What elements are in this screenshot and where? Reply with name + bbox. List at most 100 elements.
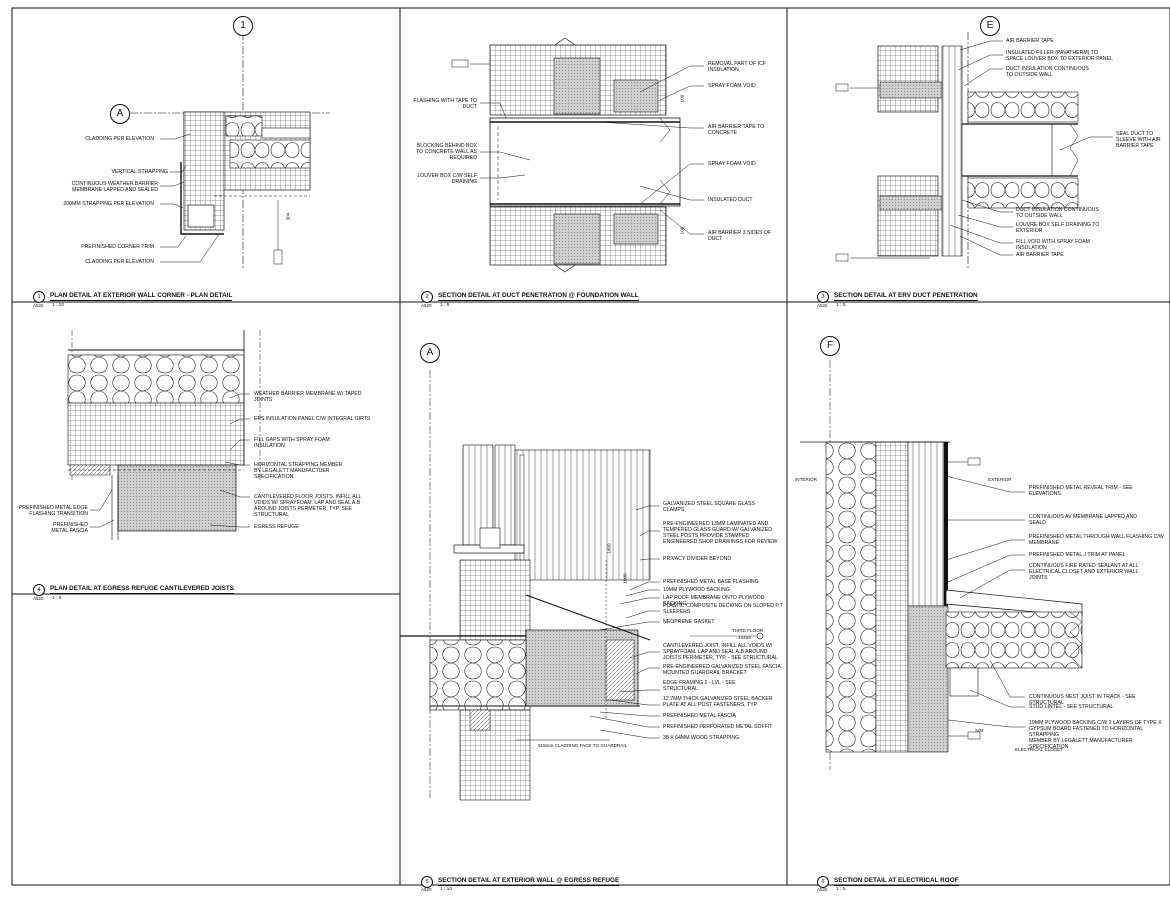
detail-2-scale: 1 : 5 bbox=[440, 303, 450, 308]
d3-note-air-barrier-tape: AIR BARRIER TAPE bbox=[1006, 38, 1054, 44]
detail-5-scale: 1 : 10 bbox=[440, 887, 453, 892]
d2-note-louver-box: LOUVER BOX C/W SELF DRAINING bbox=[417, 173, 477, 185]
detail-5-title: SECTION DETAIL AT EXTERIOR WALL @ EGRESS… bbox=[438, 877, 620, 886]
detail-6-drawing bbox=[800, 360, 1083, 770]
d6-note-through-wall-flashing: PREFINISHED METAL THROUGH WALL FLASHING … bbox=[1029, 534, 1164, 546]
detail-6-scale: 1 : 5 bbox=[836, 887, 846, 892]
d5-dimension-a: 1400 bbox=[606, 543, 612, 554]
detail-2-number: 2 bbox=[421, 291, 433, 303]
d4-note-horizontal-strapping: HORIZONTAL STRAPPING MEMBER BY LEGALETT … bbox=[254, 462, 343, 480]
d2-note-air-barrier-duct: AIR BARRIER 3 SIDES OF DUCT bbox=[708, 230, 772, 242]
d5-note-metal-fascia: PREFINISHED METAL FASCIA bbox=[663, 713, 736, 719]
detail-4-title: PLAN DETAIL AT EGRESS REFUGE CANTILEVERE… bbox=[50, 585, 235, 594]
d5-note-perforated-soffit: PREFINISHED PERFORATED METAL SOFFIT bbox=[663, 724, 773, 730]
d1-note-200mm-strapping: 200mm STRAPPING PER ELEVATION bbox=[63, 201, 154, 207]
d5-note-cantilevered-joist: CANTILEVERED JOIST, INFILL ALL VOIDS W/ … bbox=[663, 643, 778, 661]
d2-note-air-barrier-concrete: AIR BARRIER TAPE TO CONCRETE bbox=[708, 124, 765, 136]
detail-1-drawing bbox=[130, 32, 330, 270]
d5-note-lap-roof-membrane: LAP ROOF MEMBRANE ONTO PLYWOOD BACKING bbox=[663, 595, 765, 607]
d5-note-base-flashing: PREFINISHED METAL BASE FLASHING bbox=[663, 579, 759, 585]
detail-2-drawing bbox=[451, 37, 681, 273]
d5-dimension-b: 1000 bbox=[622, 573, 628, 584]
d4-note-cantilevered-joists: CANTILEVERED FLOOR JOISTS. INFILL ALL VO… bbox=[254, 494, 362, 518]
detail-3-number: 3 bbox=[817, 291, 829, 303]
d6-label-exterior: EXTERIOR bbox=[988, 477, 1012, 482]
d6-label-electrical-closet: ELECTRICAL CLOSET bbox=[1015, 747, 1063, 752]
d5-note-glass-clamps: GALVANIZED STEEL SQUARE GLASS CLAMPS bbox=[663, 501, 755, 513]
detail-4-number: 4 bbox=[33, 584, 45, 596]
detail-4-sheet-ref: A520 bbox=[33, 596, 44, 601]
d3-note-air-barrier-tape-2: AIR BARRIER TAPE bbox=[1016, 252, 1064, 258]
detail-1-sheet-ref: A520 bbox=[33, 303, 44, 308]
d6-note-nest-joist: CONTINUOUS NEST JOIST IN TRACK - SEE STR… bbox=[1029, 694, 1136, 706]
d5-note-wood-strapping: 38 x 64mm WOOD STRAPPING bbox=[663, 735, 740, 741]
d5-note-fascia-bracket: PRE-ENGINEERED GALVANIZED STEEL FASCIA M… bbox=[663, 664, 781, 676]
d1-note-strapping: VERTICAL STRAPPING bbox=[111, 169, 169, 175]
d6-label-sm: S/M bbox=[975, 728, 984, 733]
d2-dimension-a: 100 bbox=[679, 94, 685, 103]
detail-4-scale: 1 : 5 bbox=[52, 596, 62, 601]
d4-note-edge-flashing: PREFINISHED METAL EDGE FLASHING TRANSITI… bbox=[18, 505, 88, 517]
d5-note-glass-guard: PRE-ENGINEERED 13mm LAMINATED AND TEMPER… bbox=[663, 521, 778, 545]
grid-bubble-d6-top: F bbox=[820, 336, 840, 356]
d1-dimension: 304 bbox=[285, 212, 291, 221]
detail-3-scale: 1 : 5 bbox=[836, 303, 846, 308]
detail-5-drawing bbox=[400, 370, 764, 801]
d5-note-privacy-divider: PRIVACY DIVIDER BEYOND bbox=[663, 556, 732, 562]
detail-3-title: SECTION DETAIL AT ERV DUCT PENETRATION bbox=[834, 292, 978, 301]
d4-note-weather-barrier: WEATHER BARRIER MEMBRANE W/ TAPED JOINTS bbox=[254, 391, 362, 403]
d3-note-insulated-filler: INSULATED FILLER (PAVATHERM) TO SPACE LO… bbox=[1006, 50, 1113, 62]
detail-2-sheet-ref: A520 bbox=[421, 303, 432, 308]
d3-note-fill-void: FILL VOID WITH SPRAY FOAM INSULATION bbox=[1016, 239, 1090, 251]
d6-note-stud-lintel: STUD LINTEL - SEE STRUCTURAL bbox=[1029, 704, 1114, 710]
d2-note-insulated-duct: INSULATED DUCT bbox=[708, 197, 753, 203]
d1-note-cladding: CLADDING PER ELEVATION bbox=[85, 136, 154, 142]
grid-bubble-d5-top: A bbox=[420, 343, 440, 363]
d2-note-icf: REMOVAL PART OF ICF INSULATION bbox=[708, 61, 766, 73]
d6-note-av-membrane: CONTINUOUS AV MEMBRANE LAPPED AND SEALD bbox=[1029, 514, 1137, 526]
detail-5-number: 5 bbox=[421, 876, 433, 888]
d4-note-fill-gaps: FILL GAPS WITH SPRAY FOAM INSULATION bbox=[254, 437, 330, 449]
d5-note-backer-plate: 12.7mm THICK GALVANIZED STEEL BACKER PLA… bbox=[663, 696, 773, 708]
detail-2-title: SECTION DETAIL AT DUCT PENETRATION @ FOU… bbox=[438, 292, 639, 301]
d2-note-spray-foam: SPRAY FOAM VOID bbox=[708, 83, 756, 89]
d1-note-cladding-2: CLADDING PER ELEVATION bbox=[85, 259, 154, 265]
d2-note-blocking: BLOCKING BEHIND BOX TO CONCRETE WALL AS … bbox=[416, 143, 477, 161]
d5-floor-elevation: 14464 bbox=[738, 635, 751, 640]
grid-bubble-d1-top: 1 bbox=[233, 16, 253, 36]
d6-note-fire-sealant: CONTINUOUS FIRE RATED SEALANT AT ALL ELE… bbox=[1029, 563, 1139, 581]
d6-note-j-trim: PREFINISHED METAL J TRIM AT PANEL bbox=[1029, 552, 1126, 558]
d2-note-flashing: FLASHING WITH TAPE TO DUCT bbox=[413, 98, 477, 110]
detail-3-drawing bbox=[835, 32, 1079, 270]
d3-note-louvre-box: LOUVRE BOX SELF DRAINING TO EXTERIOR bbox=[1016, 222, 1100, 234]
detail-6-title: SECTION DETAIL AT ELECTRICAL ROOF bbox=[834, 877, 959, 886]
d2-note-spray-foam-2: SPRAY FOAM VOID bbox=[708, 161, 756, 167]
d4-note-egress-refuge: EGRESS REFUGE bbox=[254, 524, 299, 530]
d4-note-eps-insulation: EPS INSULATION PANEL C/W INTEGRAL GIRTS bbox=[254, 416, 371, 422]
d2-dimension-b: 100 bbox=[679, 226, 685, 235]
d5-note-composite-decking: PLASTIC COMPOSITE DECKING ON SLOPED P.T … bbox=[663, 603, 783, 615]
d3-note-seal-duct: SEAL DUCT TO SLEEVE WITH AIR BARRIER TAP… bbox=[1116, 131, 1161, 149]
detail-5-sheet-ref: A520 bbox=[421, 887, 432, 892]
d4-note-metal-fascia: PREFINISHED METAL FASCIA bbox=[51, 522, 88, 534]
detail-4-drawing bbox=[67, 330, 261, 540]
detail-6-sheet-ref: A520 bbox=[817, 887, 828, 892]
detail-1-scale: 1 : 10 bbox=[52, 303, 65, 308]
d5-floor-label: THIRD FLOOR bbox=[732, 628, 764, 633]
detail-1-number: 1 bbox=[33, 291, 45, 303]
detail-1-title: PLAN DETAIL AT EXTERIOR WALL CORNER - PL… bbox=[50, 292, 233, 301]
d1-note-corner-trim: PREFINISHED CORNER TRIM bbox=[81, 244, 154, 250]
d6-note-reveal-trim: PREFINISHED METAL REVEAL TRIM - SEE ELEV… bbox=[1029, 485, 1133, 497]
d1-note-weather-barrier: CONTINUOUS WEATHER BARRIER MEMBRANE LAPP… bbox=[71, 181, 158, 193]
grid-bubble-d1-left: A bbox=[110, 104, 130, 124]
d5-note-neoprene-gasket: NEOPRENE GASKET bbox=[663, 619, 715, 625]
d3-note-duct-insulation-2: DUCT INSULATION CONTINUOUS TO OUTSIDE WA… bbox=[1016, 207, 1099, 219]
d5-guardrail-dimension: 915mm CLADDING FACE TO GUARDRAIL bbox=[538, 743, 628, 748]
d5-note-plywood-backing: 19mm PLYWOOD BACKING bbox=[663, 587, 730, 593]
d6-note-plywood-gypsum: 19mm PLYWOOD BACKING C/W 2 LAYERS OF TYP… bbox=[1029, 720, 1162, 750]
d5-note-edge-framing: EDGE FRAMING 2 - LVL - SEE STRUCTURAL bbox=[663, 680, 736, 692]
grid-bubble-d3-top: E bbox=[980, 16, 1000, 36]
d3-note-duct-insulation: DUCT INSULATION CONTINUOUS TO OUTSIDE WA… bbox=[1006, 66, 1089, 78]
detail-6-number: 6 bbox=[817, 876, 829, 888]
